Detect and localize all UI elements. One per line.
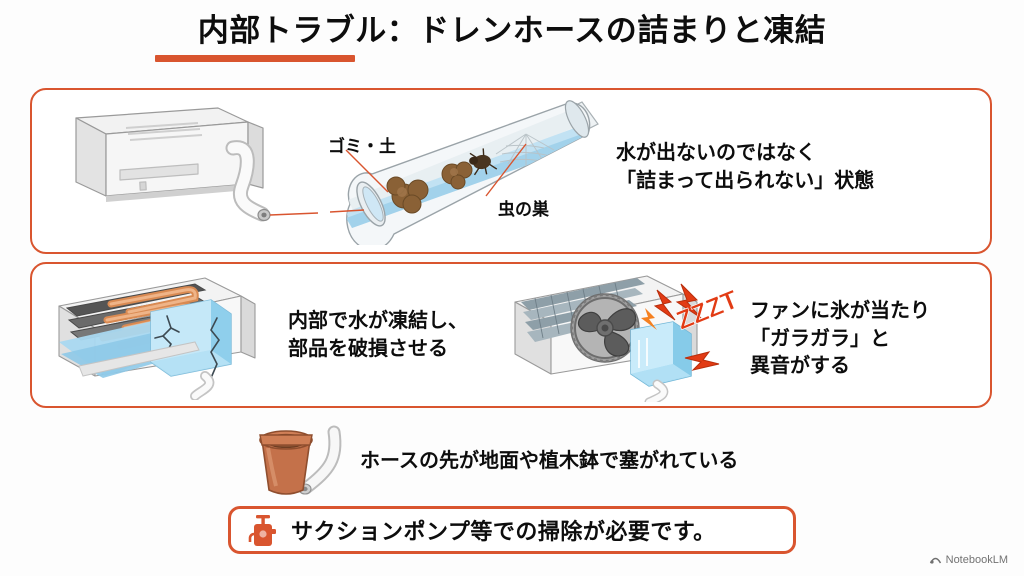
notebooklm-logo-icon: [929, 557, 941, 564]
ac-frozen-interior-illustration: [58, 277, 256, 400]
flower-pot-illustration: [259, 425, 342, 495]
page-title: 内部トラブル：ドレンホースの詰まりと凍結: [197, 13, 827, 48]
suction-pump-icon: [248, 515, 276, 546]
label-debris: ゴミ・土: [328, 137, 396, 156]
callout-maintenance: サクションポンプ等での掃除が必要です。: [228, 506, 796, 554]
page-header: 内部トラブル：ドレンホースの詰まりと凍結: [0, 12, 1024, 49]
text-noise-description: ファンに氷が当たり 「ガラガラ」と 異音がする: [750, 300, 930, 378]
ac-fan-ice-illustration: ZZZT: [514, 275, 740, 402]
watermark: NotebookLM: [929, 553, 1008, 566]
callout-text: サクションポンプ等での掃除が必要です。: [291, 519, 716, 544]
drain-hose-cutaway-illustration: [330, 100, 599, 245]
text-clog-description: 水が出ないのではなく 「詰まって出られない」状態: [616, 142, 875, 192]
text-blocked-hose: ホースの先が地面や植木鉢で塞がれている: [360, 450, 739, 472]
ac-indoor-unit-illustration: [75, 107, 318, 222]
sound-effect-zzzt: ZZZT: [672, 284, 740, 336]
title-underline: [155, 55, 355, 62]
text-freeze-description: 内部で水が凍結し、 部品を破損させる: [288, 310, 468, 360]
label-insect-nest: 虫の巣: [498, 200, 549, 219]
watermark-text: NotebookLM: [945, 553, 1008, 566]
